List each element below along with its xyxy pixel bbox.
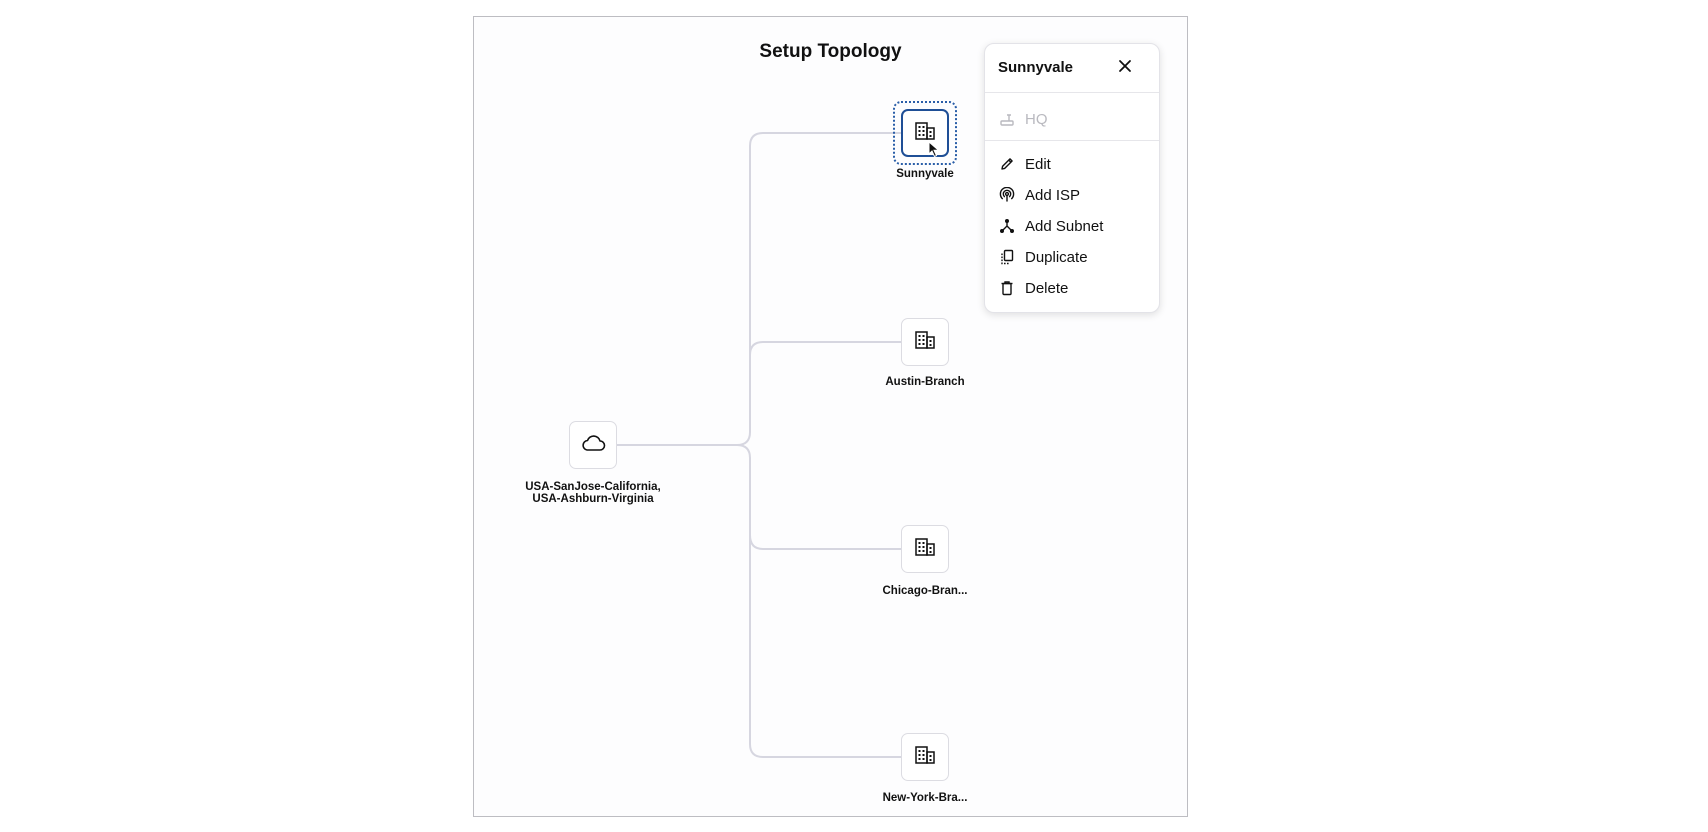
site-label-chicago-branch: Chicago-Bran... (882, 585, 968, 597)
menu-divider (985, 140, 1159, 141)
cloud-icon (580, 433, 606, 458)
pencil-icon (998, 155, 1016, 173)
menu-item-label: Add ISP (1025, 186, 1081, 204)
menu-item-add-subnet[interactable]: Add Subnet (998, 214, 1148, 238)
menu-item-delete[interactable]: Delete (998, 276, 1148, 300)
building-icon (914, 537, 936, 562)
trash-icon (998, 279, 1016, 297)
close-button[interactable] (1115, 58, 1135, 78)
link-sunnyvale (613, 132, 901, 446)
menu-item-label: Edit (1025, 155, 1051, 173)
site-node-new-york-branch[interactable] (901, 733, 949, 781)
site-node-austin-branch[interactable] (901, 318, 949, 366)
menu-title: Sunnyvale (998, 59, 1074, 76)
router-icon (998, 110, 1016, 128)
menu-item-label: Add Subnet (1025, 217, 1104, 235)
building-icon (914, 330, 936, 355)
menu-item-add-isp[interactable]: Add ISP (998, 183, 1148, 207)
building-icon (914, 745, 936, 770)
signal-icon (998, 186, 1016, 204)
menu-item-label: Duplicate (1025, 248, 1088, 266)
cloud-label-line2: USA-Ashburn-Virginia (532, 493, 654, 505)
cloud-node[interactable] (569, 421, 617, 469)
cloud-node-label: USA-SanJose-California, USA-Ashburn-Virg… (513, 481, 673, 505)
selection-outline (893, 101, 957, 165)
link-chicago (749, 534, 901, 550)
mouse-cursor-icon (928, 140, 940, 163)
building-icon (914, 121, 936, 146)
close-icon (1118, 59, 1132, 78)
site-context-menu: Sunnyvale HQ Edit Add ISP Add Subnet (984, 43, 1160, 313)
menu-item-label: HQ (1025, 110, 1048, 128)
page-title: Setup Topology (759, 41, 902, 62)
site-label-new-york-branch: New-York-Bra... (882, 792, 968, 804)
link-austin (749, 341, 901, 356)
site-node-chicago-branch[interactable] (901, 525, 949, 573)
cloud-label-line1: USA-SanJose-California, (525, 481, 661, 493)
link-newyork (736, 444, 901, 758)
copy-icon (998, 248, 1016, 266)
site-label-austin-branch: Austin-Branch (885, 376, 965, 388)
menu-item-duplicate[interactable]: Duplicate (998, 245, 1148, 269)
site-node-sunnyvale[interactable] (901, 109, 949, 157)
site-label-sunnyvale: Sunnyvale (896, 168, 954, 180)
subnet-icon (998, 217, 1016, 235)
menu-divider (985, 92, 1159, 93)
menu-item-edit[interactable]: Edit (998, 152, 1148, 176)
menu-item-hq: HQ (998, 107, 1148, 131)
menu-item-label: Delete (1025, 279, 1069, 297)
